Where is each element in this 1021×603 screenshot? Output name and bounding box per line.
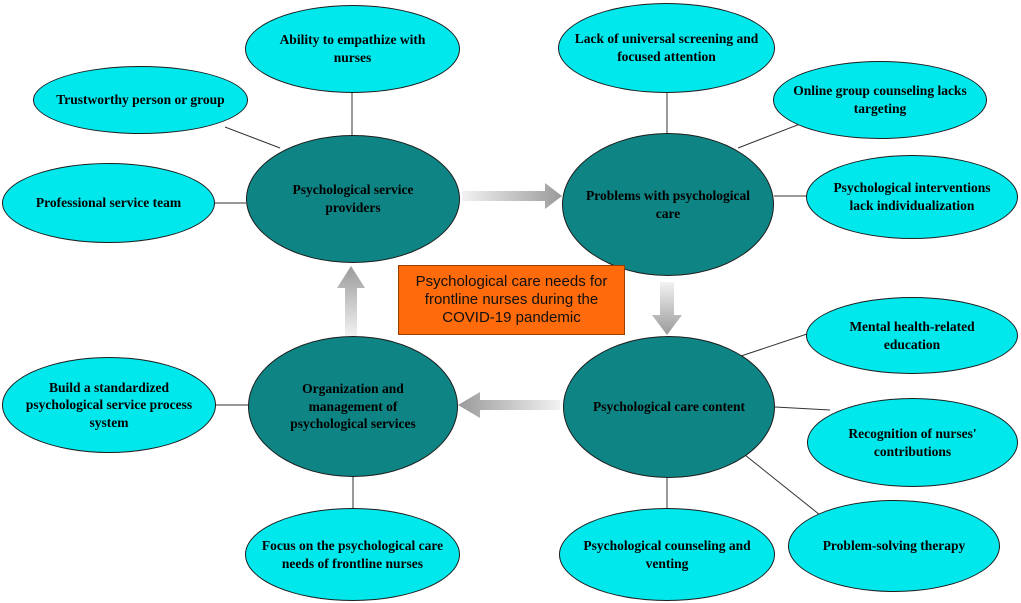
theme-organization: Organization and management of psycholog… xyxy=(248,336,458,477)
subtheme-problem-solving: Problem-solving therapy xyxy=(788,500,1000,592)
subtheme-counseling: Psychological counseling and venting xyxy=(559,508,775,601)
theme-providers: Psychological service providers xyxy=(246,135,460,263)
subtheme-counseling-label: Psychological counseling and venting xyxy=(583,537,751,571)
theme-problems: Problems with psychological care xyxy=(562,133,774,276)
connector-online-group xyxy=(737,123,801,149)
subtheme-focus-needs: Focus on the psychological care needs of… xyxy=(245,508,460,601)
theme-organization-label: Organization and management of psycholog… xyxy=(290,381,416,432)
subtheme-online-group-label: Online group counseling lacks targeting xyxy=(793,83,967,116)
arrow-content-to-organization xyxy=(458,392,560,418)
theme-providers-label: Psychological service providers xyxy=(292,182,414,215)
subtheme-individualization: Psychological interventions lack individ… xyxy=(806,155,1018,239)
subtheme-standardized-label: Build a standardized psychological servi… xyxy=(25,379,193,430)
arrow-organization-to-providers xyxy=(337,266,365,336)
connector-recognition xyxy=(774,406,831,411)
subtheme-individualization-label: Psychological interventions lack individ… xyxy=(833,180,991,213)
arrow-problems-to-content xyxy=(652,282,682,335)
theme-problems-label: Problems with psychological care xyxy=(585,187,750,221)
theme-content-label: Psychological care content xyxy=(593,399,745,415)
subtheme-screening-label: Lack of universal screening and focused … xyxy=(574,31,759,64)
connector-education xyxy=(737,332,811,358)
subtheme-screening: Lack of universal screening and focused … xyxy=(558,3,775,93)
subtheme-recognition-label: Recognition of nurses' contributions xyxy=(848,425,977,459)
theme-content: Psychological care content xyxy=(563,336,775,478)
subtheme-standardized: Build a standardized psychological servi… xyxy=(2,357,216,453)
subtheme-empathize: Ability to empathize with nurses xyxy=(245,5,460,93)
subtheme-recognition: Recognition of nurses' contributions xyxy=(807,398,1018,487)
diagram-title-box: Psychological care needs for frontline n… xyxy=(398,265,625,335)
diagram-title: Psychological care needs for frontline n… xyxy=(415,272,608,327)
subtheme-empathize-label: Ability to empathize with nurses xyxy=(279,32,426,65)
subtheme-problem-solving-label: Problem-solving therapy xyxy=(822,538,966,554)
subtheme-online-group: Online group counseling lacks targeting xyxy=(773,61,987,139)
connector-trustworthy xyxy=(224,126,281,149)
subtheme-focus-needs-label: Focus on the psychological care needs of… xyxy=(261,537,444,571)
subtheme-trustworthy-label: Trustworthy person or group xyxy=(56,92,225,108)
arrow-providers-to-problems xyxy=(462,183,562,209)
subtheme-education-label: Mental health-related education xyxy=(849,318,975,352)
subtheme-professional-team: Professional service team xyxy=(2,163,215,243)
subtheme-education: Mental health-related education xyxy=(806,297,1018,374)
subtheme-professional-team-label: Professional service team xyxy=(35,195,182,211)
subtheme-trustworthy: Trustworthy person or group xyxy=(33,66,248,134)
connector-problem-solving xyxy=(744,454,821,516)
